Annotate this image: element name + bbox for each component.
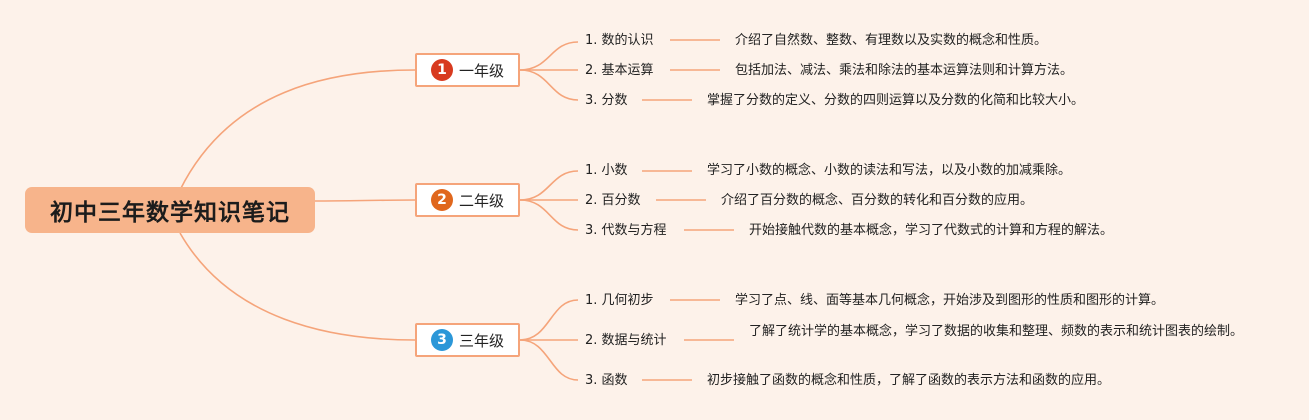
link-b1-t1 xyxy=(519,41,579,71)
link-b2-t1 xyxy=(519,170,579,201)
topic-description: 了解了统计学的基本概念，学习了数据的收集和整理、频数的表示和统计图表的绘制。 xyxy=(749,324,1244,339)
link-b3-t1 xyxy=(519,299,579,341)
number-badge-icon: 1 xyxy=(431,59,453,81)
topic-node[interactable]: 2. 基本运算 xyxy=(585,63,654,78)
root-node[interactable]: 初中三年数学知识笔记 xyxy=(25,187,315,233)
topic-description: 包括加法、减法、乘法和除法的基本运算法则和计算方法。 xyxy=(735,63,1074,78)
topic-node[interactable]: 2. 百分数 xyxy=(585,193,641,208)
branch-label: 三年级 xyxy=(459,331,505,350)
branch-label: 一年级 xyxy=(459,61,505,80)
link-root-branch-2 xyxy=(314,199,416,202)
root-title: 初中三年数学知识笔记 xyxy=(50,200,290,226)
branch-node-grade-2[interactable]: 2 二年级 xyxy=(415,183,520,217)
topic-description: 学习了点、线、面等基本几何概念，开始涉及到图形的性质和图形的计算。 xyxy=(735,293,1165,308)
topic-description: 掌握了分数的定义、分数的四则运算以及分数的化简和比较大小。 xyxy=(707,93,1085,108)
branch-node-grade-1[interactable]: 1 一年级 xyxy=(415,53,520,87)
link-root-branch-3 xyxy=(179,232,416,341)
topic-node[interactable]: 3. 函数 xyxy=(585,373,628,388)
branch-label: 二年级 xyxy=(459,191,505,210)
link-b2-t3 xyxy=(519,199,579,231)
topic-description: 开始接触代数的基本概念，学习了代数式的计算和方程的解法。 xyxy=(749,223,1114,238)
topic-description: 介绍了自然数、整数、有理数以及实数的概念和性质。 xyxy=(735,33,1048,48)
number-badge-icon: 3 xyxy=(431,329,453,351)
link-b3-t3 xyxy=(519,339,579,381)
number-badge-icon: 2 xyxy=(431,189,453,211)
topic-node[interactable]: 1. 数的认识 xyxy=(585,33,654,48)
topic-node[interactable]: 1. 几何初步 xyxy=(585,293,654,308)
topic-node[interactable]: 2. 数据与统计 xyxy=(585,333,667,348)
topic-description: 介绍了百分数的概念、百分数的转化和百分数的应用。 xyxy=(721,193,1034,208)
topic-node[interactable]: 3. 分数 xyxy=(585,93,628,108)
topic-node[interactable]: 3. 代数与方程 xyxy=(585,223,667,238)
link-b1-t3 xyxy=(519,69,579,101)
topic-description: 学习了小数的概念、小数的读法和写法，以及小数的加减乘除。 xyxy=(707,163,1072,178)
branch-node-grade-3[interactable]: 3 三年级 xyxy=(415,323,520,357)
link-root-branch-1 xyxy=(179,69,416,191)
topic-description: 初步接触了函数的概念和性质，了解了函数的表示方法和函数的应用。 xyxy=(707,373,1111,388)
topic-node[interactable]: 1. 小数 xyxy=(585,163,628,178)
